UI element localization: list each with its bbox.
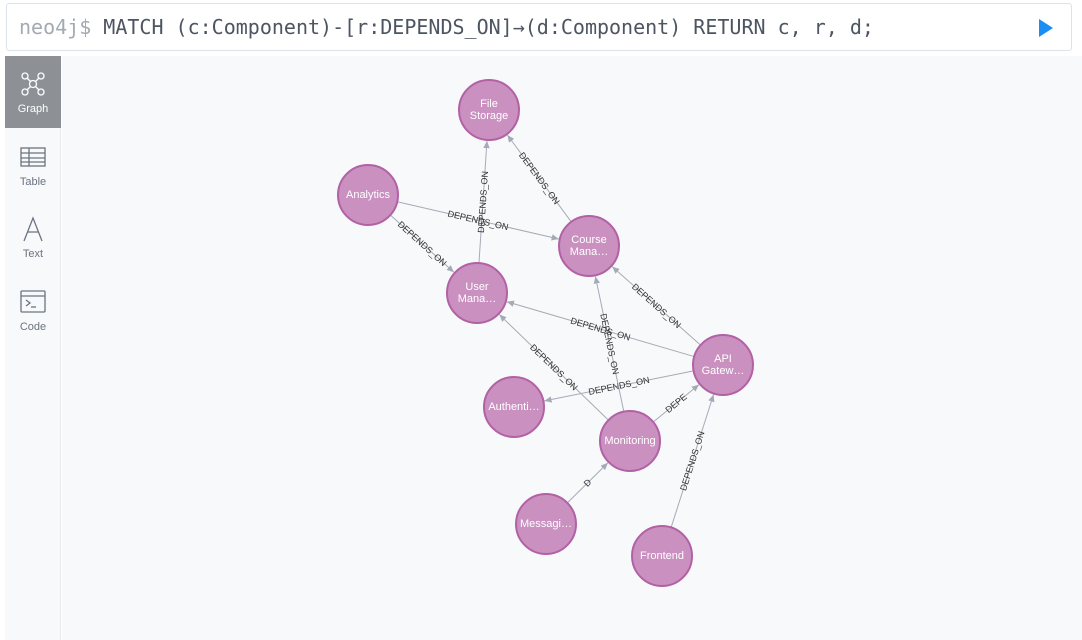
relationship-label: DEPENDS_ON bbox=[598, 313, 621, 376]
relationship-label: DEPENDS_ON bbox=[528, 342, 580, 392]
node-circle[interactable] bbox=[692, 334, 754, 396]
node-api_gateway[interactable]: APIGatew… bbox=[692, 334, 754, 396]
query-prompt: neo4j$ bbox=[19, 15, 92, 39]
relationship-label: DEPENDS_ON bbox=[517, 150, 562, 206]
relationship-user_mgmt-file_storage[interactable]: DEPENDS_ON bbox=[476, 140, 490, 264]
relationship-line[interactable] bbox=[670, 394, 715, 528]
relationship-line[interactable] bbox=[611, 266, 701, 346]
sidebar-item-label: Code bbox=[19, 321, 47, 333]
relationship-line[interactable] bbox=[593, 276, 625, 412]
relationship-course_mgmt-file_storage[interactable]: DEPENDS_ON bbox=[506, 134, 572, 223]
sidebar-item-text[interactable]: Text bbox=[5, 201, 61, 273]
relationship-label: DEPENDS_ON bbox=[630, 282, 683, 331]
relationship-label: DEPENDS_ON bbox=[678, 430, 706, 492]
node-caption: Messagi… bbox=[520, 518, 572, 530]
text-icon bbox=[23, 216, 43, 242]
code-icon bbox=[20, 290, 46, 313]
node-analytics[interactable]: Analytics bbox=[337, 164, 399, 226]
query-line[interactable]: neo4j$ MATCH (c:Component)-[r:DEPENDS_ON… bbox=[19, 14, 874, 40]
relationship-line[interactable] bbox=[389, 214, 455, 273]
node-caption: Authenti… bbox=[488, 401, 539, 413]
node-user_mgmt[interactable]: UserMana… bbox=[446, 262, 508, 324]
table-icon bbox=[20, 147, 46, 167]
node-caption: Course bbox=[571, 234, 606, 246]
node-caption: Mana… bbox=[458, 293, 497, 305]
relationship-line[interactable] bbox=[566, 462, 609, 504]
relationship-line[interactable] bbox=[397, 201, 559, 241]
relationship-line[interactable] bbox=[652, 384, 700, 423]
sidebar-item-label: Text bbox=[22, 248, 44, 260]
relationship-monitoring-api_gateway[interactable]: DEPE bbox=[652, 384, 700, 423]
node-caption: Storage bbox=[470, 110, 509, 122]
relationship-line[interactable] bbox=[506, 134, 572, 223]
query-text[interactable]: MATCH (c:Component)-[r:DEPENDS_ON]→(d:Co… bbox=[103, 15, 874, 39]
sidebar-item-graph[interactable]: Graph bbox=[5, 56, 61, 128]
node-circle[interactable] bbox=[631, 525, 693, 587]
node-circle[interactable] bbox=[599, 410, 661, 472]
relationship-line[interactable] bbox=[498, 314, 609, 421]
query-editor[interactable]: neo4j$ MATCH (c:Component)-[r:DEPENDS_ON… bbox=[6, 3, 1072, 51]
relationship-analytics-user_mgmt[interactable]: DEPENDS_ON bbox=[389, 214, 455, 273]
node-caption: Monitoring bbox=[604, 435, 655, 447]
sidebar-item-table[interactable]: Table bbox=[5, 129, 61, 201]
node-caption: File bbox=[480, 98, 498, 110]
node-circle[interactable] bbox=[337, 164, 399, 226]
relationship-label: DEPENDS_ON bbox=[476, 171, 490, 234]
sidebar-item-code[interactable]: Code bbox=[5, 274, 61, 346]
node-circle[interactable] bbox=[446, 262, 508, 324]
node-circle[interactable] bbox=[458, 79, 520, 141]
play-icon[interactable] bbox=[1035, 17, 1057, 39]
node-caption: User bbox=[465, 281, 489, 293]
node-circle[interactable] bbox=[558, 215, 620, 277]
node-course_mgmt[interactable]: CourseMana… bbox=[558, 215, 620, 277]
sidebar-item-label: Graph bbox=[17, 103, 49, 115]
relationship-label: DEPE bbox=[663, 392, 688, 415]
relationship-label: DEPENDS_ON bbox=[588, 375, 651, 397]
relationship-frontend-api_gateway[interactable]: DEPENDS_ON bbox=[670, 394, 715, 528]
relationship-line[interactable] bbox=[506, 300, 695, 358]
node-caption: API bbox=[714, 353, 732, 365]
sidebar-item-label: Table bbox=[19, 176, 47, 188]
node-caption: Frontend bbox=[640, 550, 684, 562]
graph-visualization[interactable]: DEPENDS_ONDEPENDS_ONDEPENDS_ONDEPENDS_ON… bbox=[62, 56, 1082, 640]
graph-icon bbox=[21, 72, 45, 96]
node-messaging[interactable]: Messagi… bbox=[515, 493, 577, 555]
node-authentication[interactable]: Authenti… bbox=[483, 376, 545, 438]
relationship-messaging-monitoring[interactable]: D bbox=[566, 462, 609, 504]
node-circle[interactable] bbox=[515, 493, 577, 555]
node-caption: Gatew… bbox=[702, 365, 745, 377]
relationship-label: DEPENDS_ON bbox=[396, 219, 449, 268]
relationship-line[interactable] bbox=[544, 370, 694, 403]
view-sidebar: Graph Table Text bbox=[5, 56, 61, 640]
node-monitoring[interactable]: Monitoring bbox=[599, 410, 661, 472]
node-caption: Mana… bbox=[570, 246, 609, 258]
node-caption: Analytics bbox=[346, 189, 391, 201]
relationship-line[interactable] bbox=[478, 140, 490, 264]
node-frontend[interactable]: Frontend bbox=[631, 525, 693, 587]
node-circle[interactable] bbox=[483, 376, 545, 438]
